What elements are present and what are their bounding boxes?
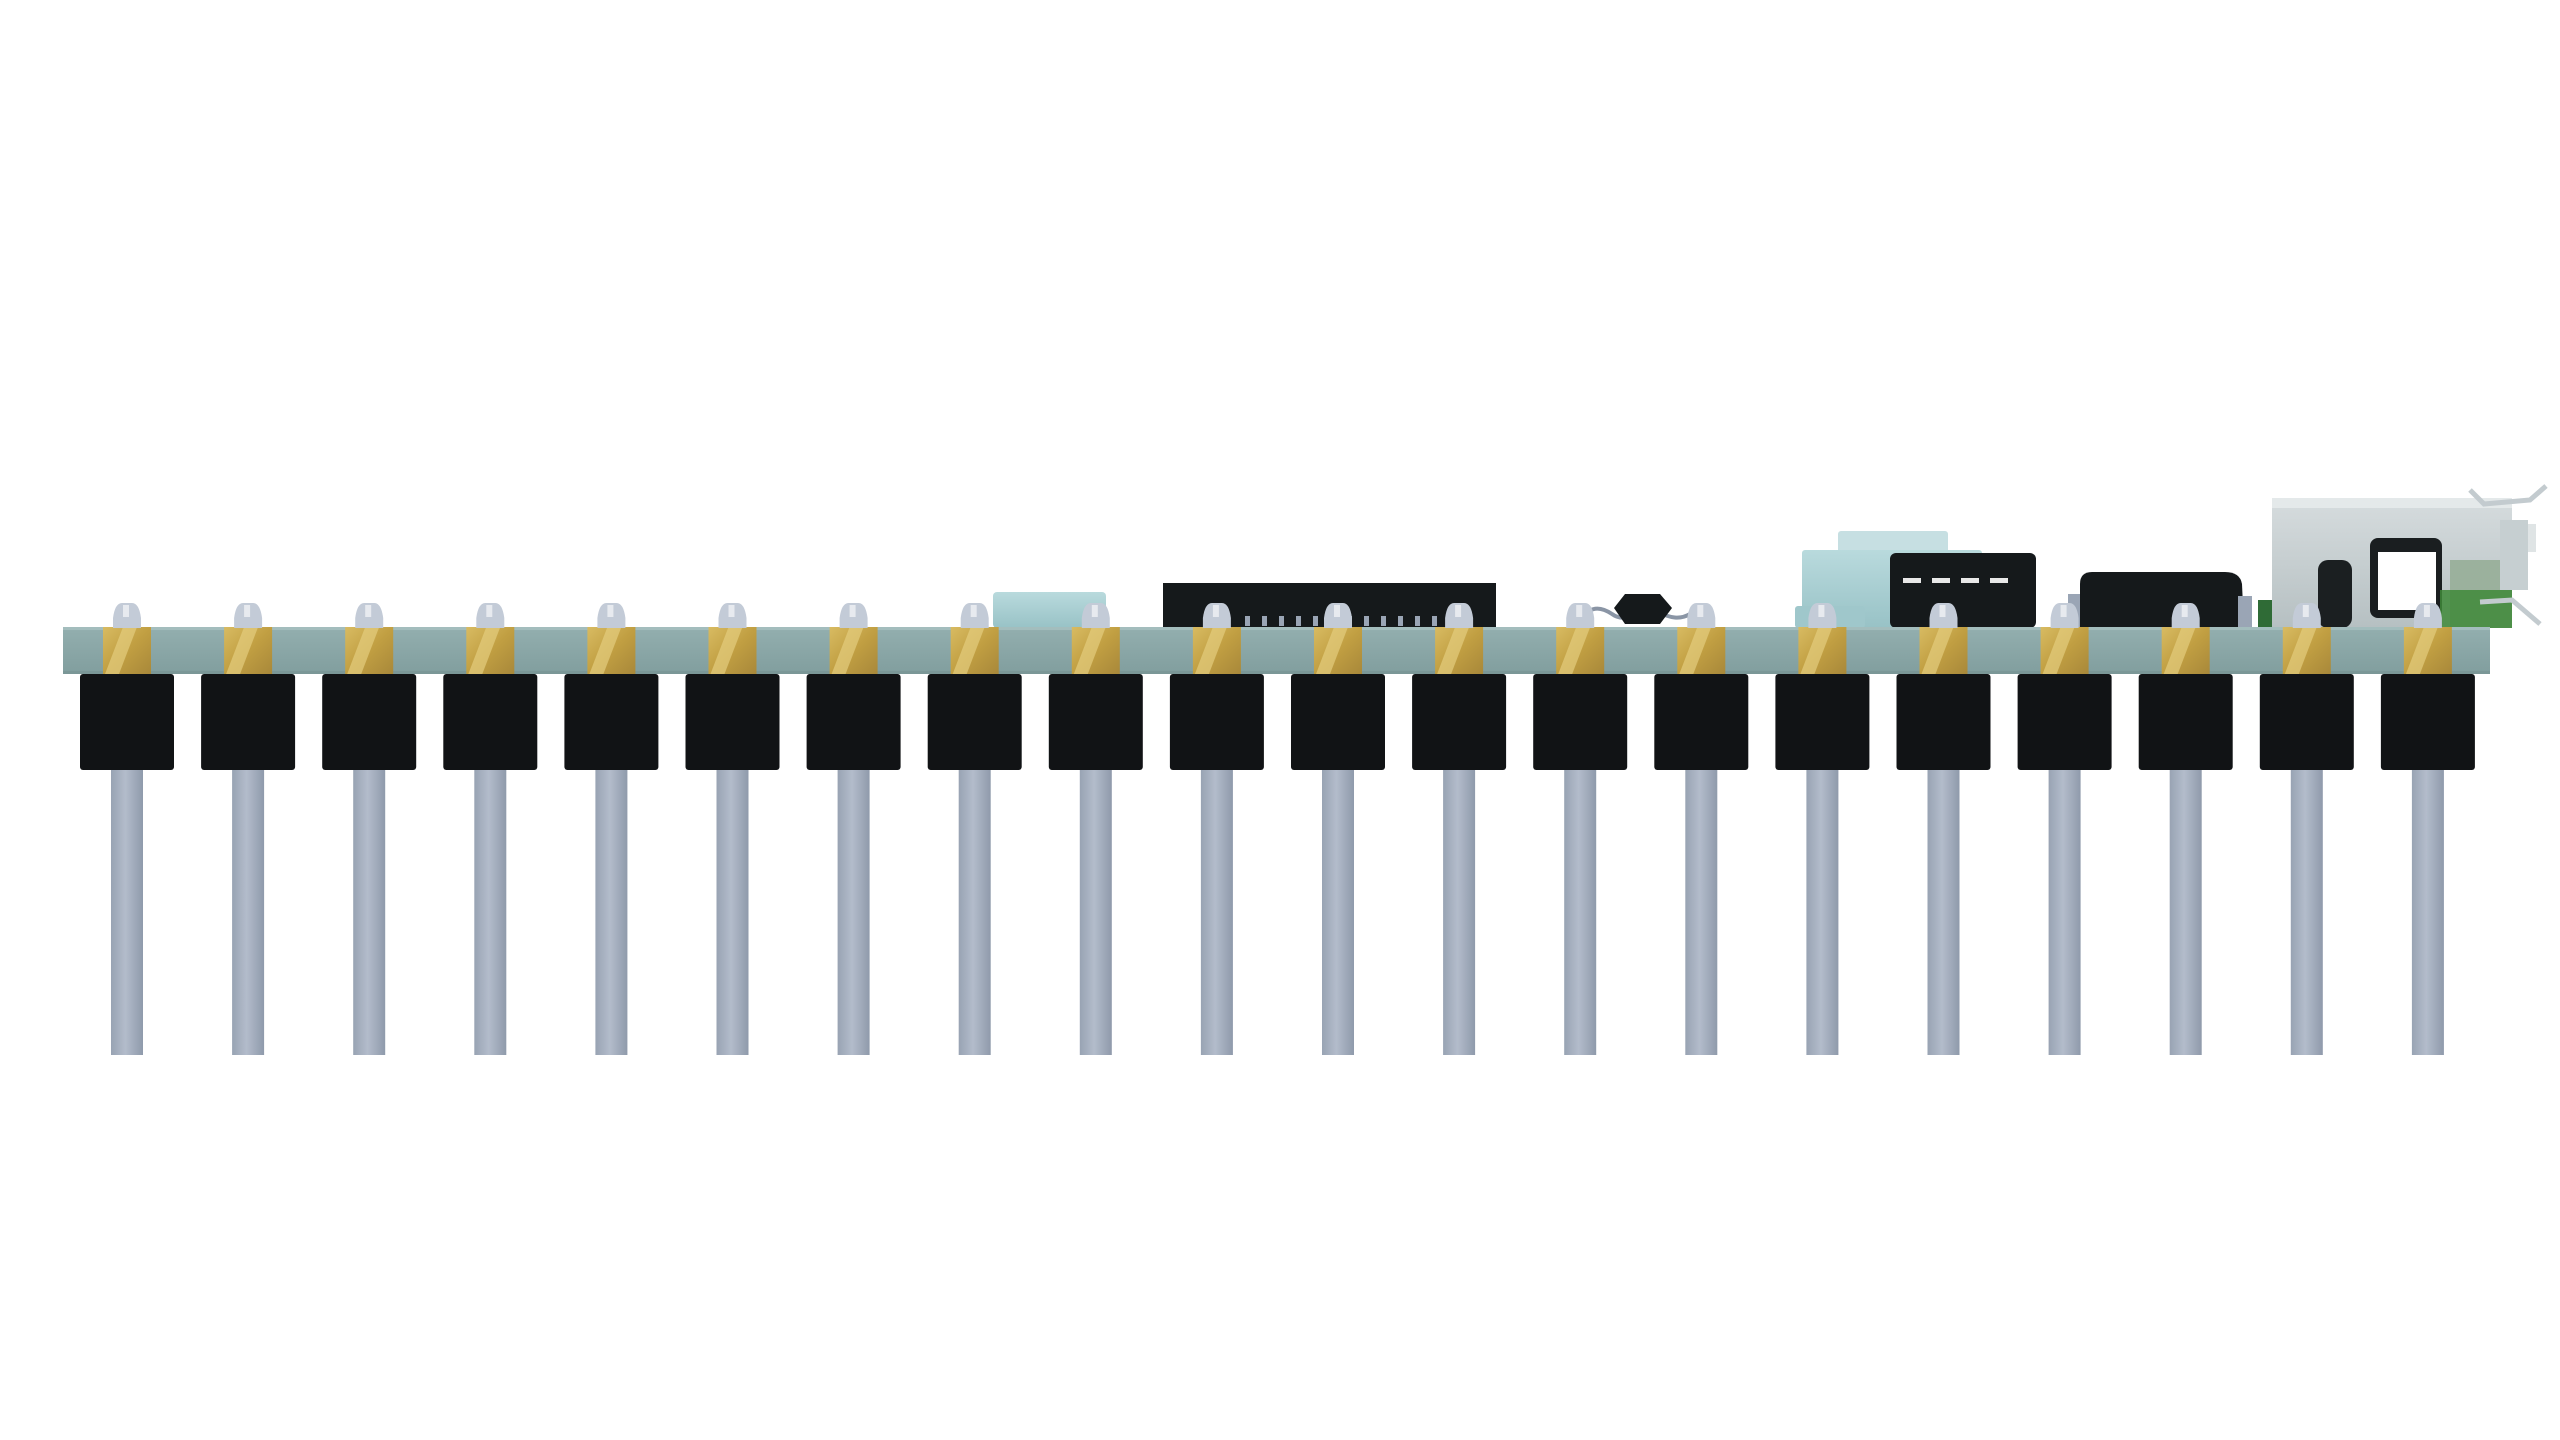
ic-leg: [1432, 616, 1437, 626]
header-pin: [685, 603, 780, 1055]
ic-leg: [1279, 616, 1284, 626]
pcb-board: [63, 627, 2490, 674]
header-pin: [806, 603, 901, 1055]
header-pin: [2017, 603, 2112, 1055]
usb-connector: [2258, 484, 2548, 628]
ic-leg: [1313, 616, 1318, 626]
header-pin: [1533, 603, 1628, 1055]
header-pin: [1654, 603, 1749, 1055]
header-pin: [1048, 603, 1143, 1055]
header-pin: [201, 603, 296, 1055]
header-pin: [2259, 603, 2354, 1055]
header-pin: [2138, 603, 2233, 1055]
voltage-regulator: [2068, 572, 2252, 628]
header-pin: [2380, 603, 2475, 1055]
header-pin: [927, 603, 1022, 1055]
ic-leg: [1364, 616, 1369, 626]
ic-leg: [1262, 616, 1267, 626]
header-pin: [322, 603, 417, 1055]
pin-header: [80, 603, 2475, 1055]
ic-leg: [1245, 616, 1250, 626]
dip-switch-ic: [1890, 553, 2036, 628]
ic-leg: [1398, 616, 1403, 626]
top-components: [993, 484, 2548, 628]
header-pin: [80, 603, 174, 1055]
ic-leg: [1296, 616, 1301, 626]
header-pin: [443, 603, 538, 1055]
ic-leg: [1415, 616, 1420, 626]
header-pin: [1169, 603, 1264, 1055]
ic-leg: [1381, 616, 1386, 626]
header-pin: [1291, 603, 1385, 1055]
header-pin: [1896, 603, 1991, 1055]
crystal-component: [993, 592, 1106, 628]
header-pin: [564, 603, 659, 1055]
header-pin: [1775, 603, 1870, 1055]
header-pin: [1412, 603, 1507, 1055]
transistor-component: [1578, 594, 1692, 624]
